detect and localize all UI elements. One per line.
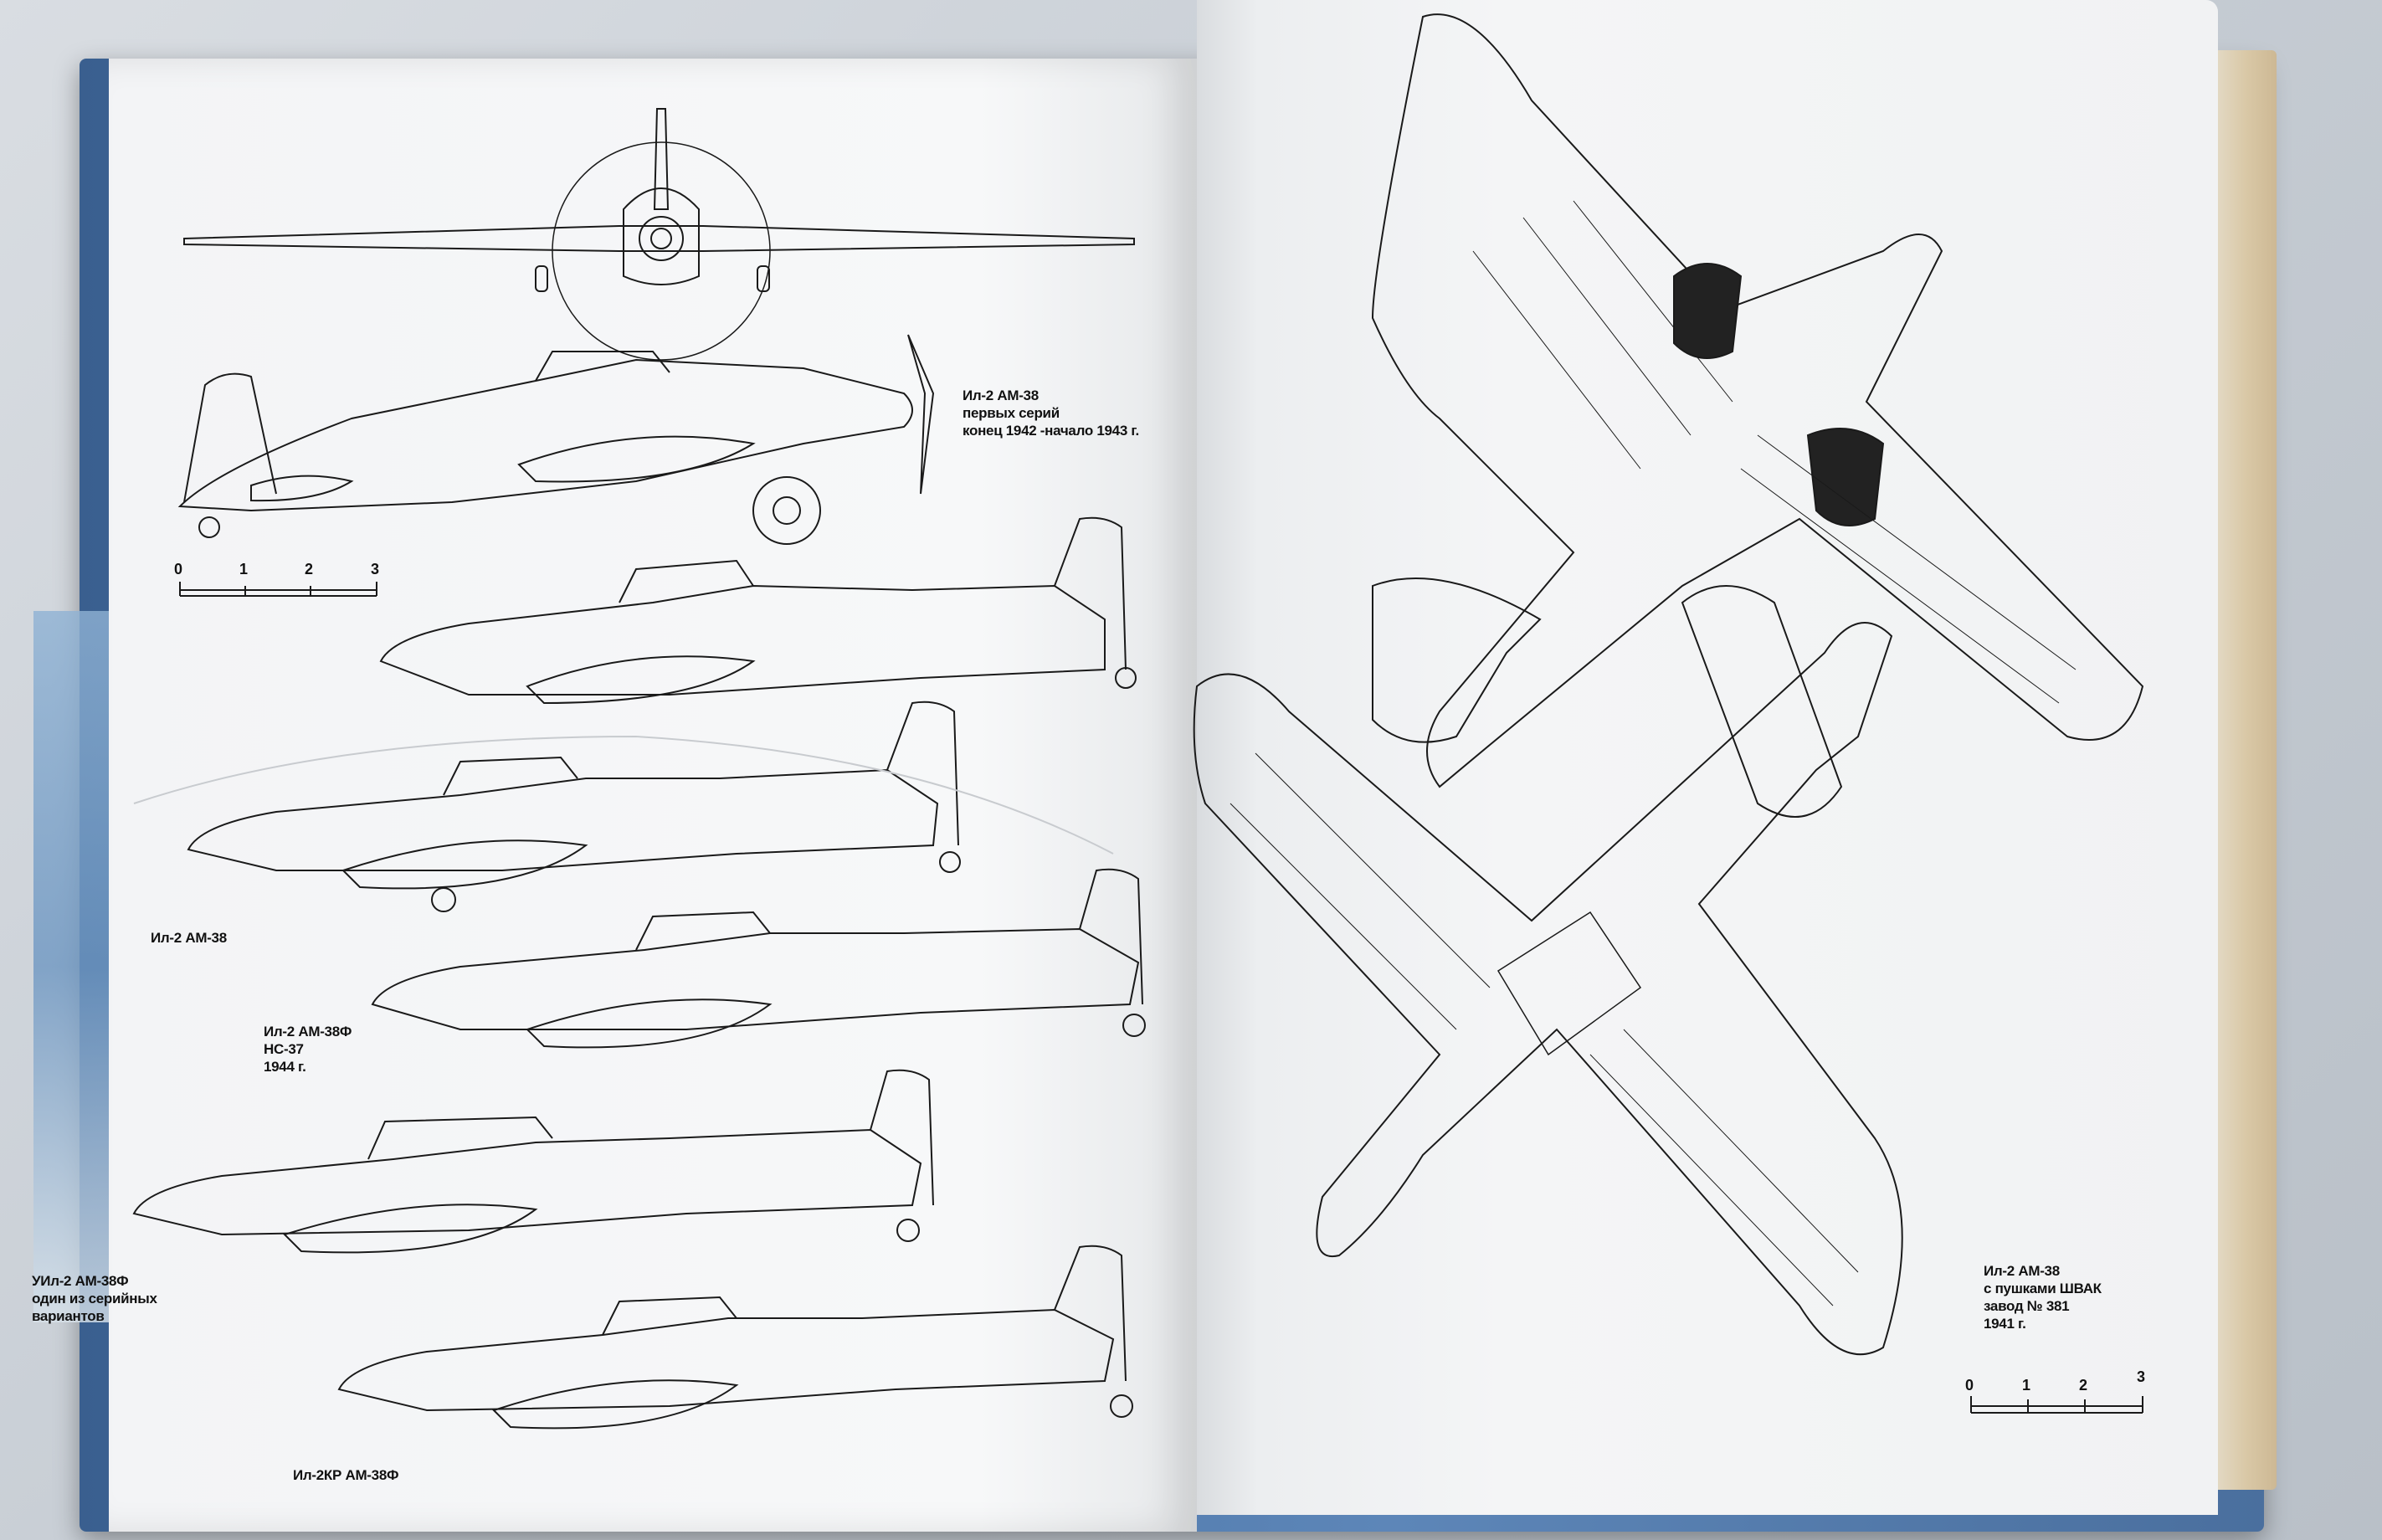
left-scale-tick-2: 2 (305, 561, 314, 578)
front-view-drawing (183, 108, 1135, 361)
plan-view-top (1371, 13, 2144, 788)
right-scale-tick-3: 3 (2137, 1368, 2146, 1385)
right-page (1197, 0, 2218, 1515)
caption-am38f-ns37-line3: 1944 г. (264, 1059, 306, 1075)
right-scale-tick-1: 1 (2022, 1377, 2031, 1394)
side-view-4 (371, 868, 1146, 1049)
left-page (109, 59, 1197, 1532)
caption-shvak-title: Ил-2 АМ-38 (1984, 1263, 2060, 1279)
caption-am38: Ил-2 АМ-38 (151, 929, 227, 947)
side-view-first-series (177, 334, 935, 545)
caption-first-series-line2: первых серий (963, 405, 1060, 421)
left-scale-tick-0: 0 (174, 561, 183, 578)
left-scale-bar (179, 582, 377, 597)
caption-uil2-title: УИл-2 АМ-38Ф (32, 1273, 129, 1289)
side-view-2 (379, 516, 1137, 705)
cover-edge (33, 611, 113, 1322)
caption-am38f-ns37-line2: НС-37 (264, 1041, 304, 1057)
caption-am38-title: Ил-2 АМ-38 (151, 930, 227, 946)
side-view-3 (187, 701, 961, 912)
side-view-6 (337, 1245, 1133, 1430)
side-view-5 (132, 1069, 934, 1254)
caption-shvak: Ил-2 АМ-38 с пушками ШВАК завод № 381 19… (1984, 1262, 2102, 1332)
caption-first-series-title: Ил-2 АМ-38 (963, 388, 1039, 403)
right-scale-tick-2: 2 (2079, 1377, 2088, 1394)
caption-shvak-line4: 1941 г. (1984, 1316, 2026, 1332)
caption-am38f-ns37-title: Ил-2 АМ-38Ф (264, 1024, 352, 1040)
left-scale-tick-1: 1 (239, 561, 249, 578)
caption-uil2: УИл-2 АМ-38Ф один из серийных вариантов (32, 1272, 157, 1325)
caption-first-series-line3: конец 1942 -начало 1943 г. (963, 423, 1139, 439)
caption-uil2-line3: вариантов (32, 1308, 105, 1324)
caption-uil2-line2: один из серийных (32, 1291, 157, 1306)
caption-kr: Ил-2КР АМ-38Ф (293, 1466, 399, 1484)
caption-shvak-line2: с пушками ШВАК (1984, 1281, 2102, 1296)
caption-am38f-ns37: Ил-2 АМ-38Ф НС-37 1944 г. (264, 1023, 352, 1075)
caption-kr-title: Ил-2КР АМ-38Ф (293, 1467, 399, 1483)
right-scale-tick-0: 0 (1965, 1377, 1974, 1394)
right-scale-bar (1970, 1396, 2143, 1414)
left-scale-tick-3: 3 (371, 561, 380, 578)
plan-view-bottom (1193, 585, 1903, 1356)
caption-shvak-line3: завод № 381 (1984, 1298, 2070, 1314)
caption-first-series: Ил-2 АМ-38 первых серий конец 1942 -нача… (963, 387, 1139, 439)
